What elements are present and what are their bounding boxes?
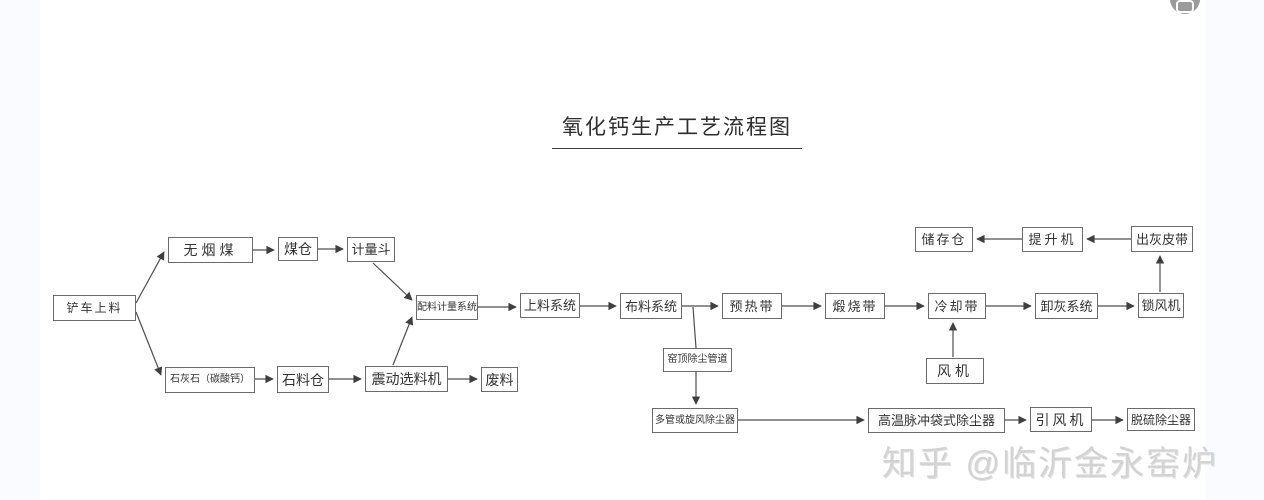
flow-node-loader-feed: 铲车上料 bbox=[53, 295, 136, 321]
flow-node-stone-bunker: 石料仓 bbox=[277, 366, 329, 393]
flow-node-cooling-zone: 冷却带 bbox=[928, 293, 986, 319]
flow-node-induced-draft-fan: 引风机 bbox=[1030, 407, 1092, 432]
flow-node-fan: 风机 bbox=[926, 358, 984, 384]
flow-node-anthracite: 无烟煤 bbox=[168, 237, 253, 263]
flow-node-vibrating-selector: 震动选料机 bbox=[365, 366, 448, 392]
diagram-title: 氧化钙生产工艺流程图 bbox=[552, 111, 802, 149]
flow-node-limestone: 石灰石（碳酸钙） bbox=[165, 367, 255, 393]
flow-node-waste: 废料 bbox=[481, 367, 518, 392]
right-margin-band bbox=[1205, 0, 1264, 500]
flow-node-ash-discharge-belt: 出灰皮带 bbox=[1131, 226, 1193, 252]
flow-node-high-temp-pulse-bag-dust-collector: 高温脉冲袋式除尘器 bbox=[868, 408, 1005, 433]
flow-node-batching-metering-system: 配料计量系统 bbox=[416, 295, 478, 320]
flow-node-ash-unloading-system: 卸灰系统 bbox=[1035, 293, 1098, 319]
flow-node-calcining-zone: 煅烧带 bbox=[825, 293, 885, 319]
flow-node-kiln-top-dust-duct: 窑顶除尘管道 bbox=[663, 348, 732, 372]
zhihu-watermark: 知乎 @临沂金永窑炉 bbox=[882, 445, 1218, 483]
flow-node-coal-bunker: 煤仓 bbox=[278, 237, 318, 261]
flow-node-air-lock-fan: 锁风机 bbox=[1138, 293, 1184, 318]
flow-node-feeding-system: 上料系统 bbox=[520, 293, 580, 318]
flow-node-bucket-elevator: 提升机 bbox=[1022, 227, 1083, 252]
flow-node-distribution-system: 布料系统 bbox=[620, 293, 682, 319]
left-margin-band bbox=[0, 0, 40, 500]
flow-node-measuring-hopper: 计量斗 bbox=[347, 237, 395, 262]
flow-node-desulfurization-dust-collector: 脱硫除尘器 bbox=[1127, 408, 1195, 431]
flow-node-multitube-cyclone-dust-collector: 多管或旋风除尘器 bbox=[652, 408, 738, 433]
emoji-badge-glyph bbox=[1176, 0, 1194, 13]
flow-node-preheating-zone: 预热带 bbox=[722, 293, 782, 319]
flow-node-storage-bin: 储存仓 bbox=[915, 227, 973, 252]
emoji-badge-icon[interactable] bbox=[1170, 0, 1200, 14]
